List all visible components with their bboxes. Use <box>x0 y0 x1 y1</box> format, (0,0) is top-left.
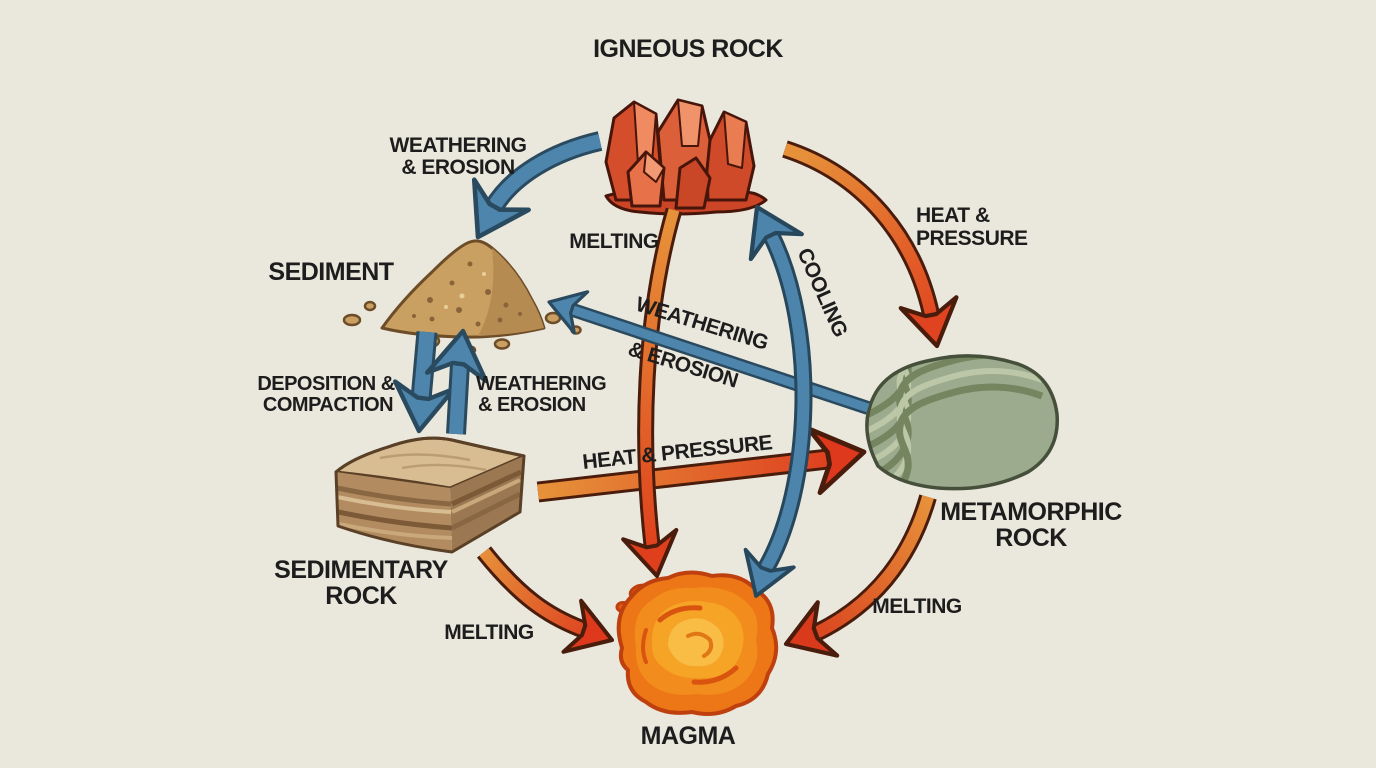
arrow-magma-to-igneous-cooling <box>732 195 813 607</box>
weathering-erosion-small-label-line1: WEATHERING <box>476 373 606 395</box>
melting-left-label: MELTING <box>444 621 534 644</box>
deposition-compaction-label-line2: COMPACTION <box>263 394 393 416</box>
heat-pressure-right-label-line1: HEAT & <box>916 204 990 227</box>
sediment-label: SEDIMENT <box>268 258 393 286</box>
arrow-sedimentary-to-metamorphic <box>536 420 870 503</box>
arrow-igneous-to-sediment <box>451 131 603 252</box>
arrow-metamorphic-to-magma <box>776 494 937 671</box>
melting-right-label: MELTING <box>872 595 962 618</box>
metamorphic-rock-label-line2: ROCK <box>995 524 1067 552</box>
weathering-erosion-small-label-line2: & EROSION <box>478 394 586 416</box>
arrow-sediment-to-sedimentary <box>390 331 455 435</box>
sedimentary-rock-label-line2: ROCK <box>325 582 397 610</box>
deposition-compaction-label-line1: DEPOSITION & <box>257 373 394 395</box>
igneous-rock-label: IGNEOUS ROCK <box>593 35 783 63</box>
magma-illustration <box>615 570 779 716</box>
sedimentary-rock-label-line1: SEDIMENTARY <box>274 556 449 584</box>
weathering-erosion-top-label-line2: & EROSION <box>401 156 514 179</box>
igneous-rock-illustration <box>604 98 768 216</box>
metamorphic-rock-illustration <box>865 354 1059 491</box>
arrow-igneous-to-metamorphic <box>782 140 965 351</box>
sedimentary-rock-illustration <box>334 436 526 554</box>
arrow-sedimentary-to-sediment <box>427 327 492 435</box>
metamorphic-rock-label-line1: METAMORPHIC <box>940 498 1122 526</box>
melting-center-label: MELTING <box>569 230 659 253</box>
heat-pressure-right-label-line2: PRESSURE <box>916 227 1028 250</box>
arrow-metamorphic-to-sediment <box>540 279 871 415</box>
arrow-sedimentary-to-magma <box>476 546 623 668</box>
magma-label: MAGMA <box>641 722 736 750</box>
weathering-erosion-top-label-line1: WEATHERING <box>390 134 527 157</box>
arrow-igneous-to-magma <box>621 207 686 583</box>
